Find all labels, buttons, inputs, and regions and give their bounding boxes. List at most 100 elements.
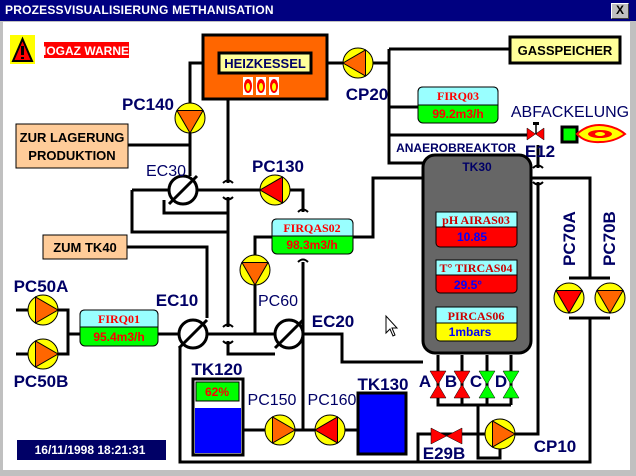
- pump-pc50b[interactable]: [27, 338, 59, 370]
- e12-label: E12: [525, 142, 555, 161]
- firq01-tag: FIRQ01: [98, 312, 140, 326]
- process-canvas: BIOGAZ WARNEN HEIZKESSEL GASSPEICHER ZUR…: [3, 22, 630, 470]
- pipe-crossings: [222, 164, 544, 345]
- flame-icons: [243, 77, 279, 95]
- firq01-value: 95.4m3/h: [93, 330, 144, 344]
- firqas02-value: 98.3m3/h: [286, 238, 337, 252]
- lagerung-label-1: ZUR LAGERUNG: [20, 130, 125, 145]
- pump-pc150[interactable]: [264, 414, 296, 446]
- pump-arrow-icon: [35, 340, 59, 368]
- heat-exchanger-ec20[interactable]: [273, 318, 305, 350]
- window-title: PROZESSVISUALISIERUNG METHANISATION: [5, 3, 274, 17]
- valve-d[interactable]: [502, 370, 520, 399]
- tk130-label: TK130: [357, 375, 408, 394]
- pump-arrow-icon: [596, 290, 624, 314]
- cp10-label: CP10: [534, 437, 577, 456]
- pc50a-label: PC50A: [14, 277, 69, 296]
- gasspeicher-label: GASSPEICHER: [518, 43, 613, 58]
- pc160-label: PC160: [308, 392, 357, 409]
- pc70a-label: PC70A: [560, 211, 579, 266]
- firq03-tag: FIRQ03: [437, 89, 479, 103]
- firq01-indicator[interactable]: FIRQ01 95.4m3/h: [79, 309, 159, 347]
- valve-e29b[interactable]: [430, 427, 463, 445]
- pump-pc70b[interactable]: [594, 282, 626, 314]
- pump-cp20[interactable]: [342, 47, 374, 79]
- pressure-tag: PIRCAS06: [448, 309, 505, 323]
- flare-flame-icon: [575, 124, 627, 144]
- pipes: [16, 47, 610, 464]
- pump-arrow-icon: [241, 262, 269, 286]
- heat-exchanger-ec10[interactable]: [177, 318, 209, 350]
- valve-b[interactable]: [453, 370, 471, 399]
- pump-arrow-icon: [492, 420, 516, 448]
- pump-arrow-icon: [176, 110, 204, 134]
- abfackelung-label: ABFACKELUNG: [511, 104, 629, 121]
- gasspeicher-box[interactable]: [508, 35, 622, 65]
- valve-b-label: B: [445, 372, 457, 391]
- reactor-tk30[interactable]: TK30: [421, 153, 533, 355]
- temperature-tag: T° TIRCAS04: [440, 261, 513, 275]
- zum-tk40-box[interactable]: [42, 234, 128, 260]
- pump-pc140[interactable]: [174, 102, 206, 134]
- valve-c[interactable]: [478, 370, 496, 399]
- valve-a-label: A: [419, 372, 431, 391]
- ec30-label: EC30: [146, 163, 186, 180]
- valve-a[interactable]: [429, 370, 447, 399]
- ph-indicator[interactable]: pH AIRAS03 10.85: [435, 211, 518, 248]
- tk120-level: 62%: [205, 385, 229, 399]
- pump-cp10[interactable]: [484, 418, 516, 450]
- flare-igniter: [560, 125, 579, 144]
- mouse-cursor-icon: [385, 314, 399, 337]
- ph-value: 10.85: [457, 230, 487, 244]
- e29b-label: E29B: [423, 444, 466, 463]
- pump-arrow-icon: [272, 416, 296, 444]
- pump-pc60[interactable]: [239, 254, 271, 286]
- alarm-banner: [44, 42, 129, 58]
- temperature-value: 29.5°: [454, 278, 482, 292]
- lagerung-label-2: PRODUKTION: [28, 148, 115, 163]
- close-button[interactable]: X: [611, 3, 629, 19]
- anaerobreaktor-label: ANAEROBREAKTOR: [396, 141, 516, 155]
- tk30-label: TK30: [462, 160, 492, 174]
- firq03-indicator[interactable]: FIRQ03 99.2m3/h: [417, 86, 499, 124]
- pc140-label: PC140: [122, 95, 174, 114]
- valve-c-label: C: [470, 372, 482, 391]
- pump-pc160[interactable]: [314, 414, 346, 446]
- pressure-value: 1mbars: [449, 325, 492, 339]
- tank-tk130[interactable]: TK130: [356, 375, 409, 456]
- valve-d-label: D: [495, 372, 507, 391]
- heizkessel[interactable]: HEIZKESSEL: [201, 33, 329, 101]
- temperature-indicator[interactable]: T° TIRCAS04 29.5°: [435, 259, 518, 294]
- alarm-text: BIOGAZ WARNEN: [34, 44, 137, 58]
- pc70b-label: PC70B: [600, 211, 619, 266]
- firq03-value: 99.2m3/h: [432, 107, 483, 121]
- heat-exchangers: [167, 174, 305, 350]
- ec20-label: EC20: [312, 312, 355, 331]
- pump-pc70a[interactable]: [553, 282, 585, 314]
- pump-arrow-icon: [259, 176, 283, 204]
- pump-arrow-icon: [314, 416, 338, 444]
- pump-arrow-icon: [35, 296, 59, 324]
- pumps: [27, 47, 626, 450]
- pump-pc130[interactable]: [259, 174, 291, 206]
- reactor-outlet-valves: [429, 370, 520, 399]
- heat-exchanger-ec30[interactable]: [167, 174, 199, 206]
- warning-triangle-icon: [10, 35, 35, 64]
- pump-arrow-icon: [555, 290, 583, 314]
- pressure-indicator[interactable]: PIRCAS06 1mbars: [435, 306, 518, 342]
- tank-tk120[interactable]: TK120 62%: [191, 360, 245, 457]
- pc60-label: PC60: [258, 293, 298, 310]
- firqas02-indicator[interactable]: FIRQAS02 98.3m3/h: [271, 218, 354, 255]
- ph-tag: pH AIRAS03: [442, 213, 510, 227]
- tk120-label: TK120: [191, 360, 242, 379]
- valve-e12[interactable]: [526, 122, 545, 141]
- pump-arrow-icon: [342, 49, 366, 77]
- firqas02-tag: FIRQAS02: [283, 221, 340, 235]
- title-bar: PROZESSVISUALISIERUNG METHANISATION X: [0, 0, 636, 21]
- pc150-label: PC150: [248, 392, 297, 409]
- pc130-label: PC130: [252, 157, 304, 176]
- pc50b-label: PC50B: [14, 372, 69, 391]
- pump-pc50a[interactable]: [27, 294, 59, 326]
- tk120-level-fill: [195, 408, 241, 453]
- lagerung-box[interactable]: [15, 123, 129, 169]
